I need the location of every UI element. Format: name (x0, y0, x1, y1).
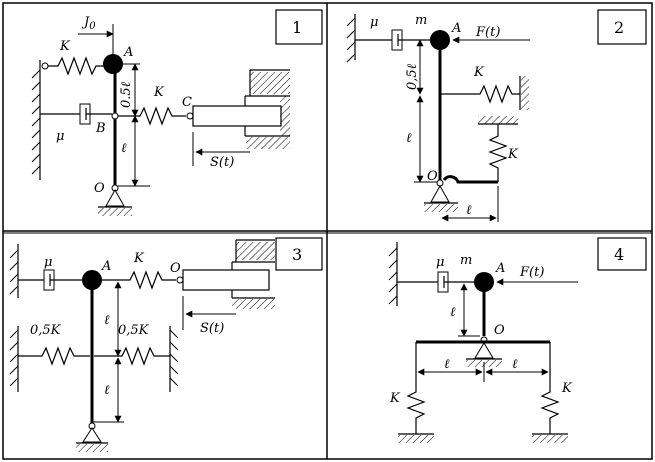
panel-2-label-K-lower: K (507, 147, 519, 162)
panel-2: 2 μ m A F(t) 0,5ℓ K ℓ O (346, 9, 647, 222)
panel-3-spring-top (102, 270, 176, 290)
panel-3-spring-left (18, 346, 90, 366)
panel-4-label-F: F(t) (519, 265, 544, 280)
panel-3-number-box (275, 237, 323, 271)
panel-1-label-K-right: K (153, 85, 165, 100)
panel-3-slider (182, 269, 270, 291)
panel-2-number-box (597, 9, 647, 45)
panel-3-label-S: S(t) (200, 321, 224, 336)
panel-2-label-l-horiz: ℓ (466, 203, 472, 218)
panel-2-number: 2 (614, 18, 624, 37)
panel-4-label-K-right: K (561, 381, 573, 396)
panel-2-label-K-upper: K (473, 65, 485, 80)
panel-2-arm (442, 175, 498, 184)
panel-3-number: 3 (292, 245, 302, 264)
panel-4-spring-right (540, 342, 560, 434)
panel-2-label-mu: μ (370, 15, 378, 30)
panel-1-label-B: B (95, 121, 106, 136)
panel-1-slider (192, 105, 282, 127)
panel-2-label-A: A (451, 21, 461, 36)
panel-3-label-K-top: K (133, 251, 145, 266)
panel-1-spring-left (48, 56, 106, 76)
panel-2-label-l-vert: ℓ (406, 131, 412, 146)
panel-1-label-S: S(t) (210, 155, 234, 170)
panel-3-label-half-K-right: 0,5K (118, 323, 150, 338)
panel-4-mass-A (474, 272, 494, 292)
panel-1-number: 1 (292, 18, 302, 37)
panel-1: 1 J0 K A 0.5ℓ B μ (31, 9, 323, 216)
panel-4-label-A: A (495, 261, 505, 276)
panel-2-spring-upper (440, 84, 520, 104)
panel-4-label-l-right: ℓ (512, 357, 518, 372)
panel-2-spring-lower (488, 124, 508, 182)
panel-2-label-O: O (427, 169, 438, 184)
panel-1-label-C: C (182, 95, 192, 110)
panel-1-number-box (275, 9, 323, 45)
panel-4-label-l-left: ℓ (444, 357, 450, 372)
panel-3-spring-right (94, 346, 170, 366)
panel-1-label-J0: J0 (81, 15, 96, 32)
panel-3: 3 μ A K O S(t) (9, 237, 323, 452)
panel-3-mass-A (82, 270, 102, 290)
panel-1-label-l: ℓ (121, 141, 127, 156)
panel-3-point-O (176, 276, 184, 284)
panel-3-label-A: A (101, 259, 111, 274)
panel-1-label-K-left: K (59, 39, 71, 54)
panel-3-label-O: O (170, 261, 181, 276)
panel-4-label-m: m (460, 253, 472, 268)
panel-1-label-O: O (94, 181, 105, 196)
panel-4-label-l-vert: ℓ (450, 305, 456, 320)
panel-1-spring-right (118, 106, 186, 126)
panel-2-label-m: m (415, 13, 427, 28)
panel-4-number-box (597, 237, 647, 271)
panel-4-label-O: O (494, 323, 505, 338)
panel-2-label-F: F(t) (475, 25, 500, 40)
panel-1-mass-A (103, 54, 123, 74)
panel-4-spring-left (406, 342, 426, 434)
panel-3-label-l-lower: ℓ (104, 383, 110, 398)
panel-3-label-half-K-left: 0,5K (30, 323, 62, 338)
panel-4-label-mu: μ (436, 255, 444, 270)
panel-4-number: 4 (614, 245, 624, 264)
panel-3-label-mu: μ (44, 255, 52, 270)
panel-1-point-B (111, 112, 119, 120)
panel-1-label-half-l: 0.5ℓ (119, 81, 134, 108)
panel-3-label-l-upper: ℓ (104, 313, 110, 328)
panel-1-point-C (186, 112, 194, 120)
panel-4: 4 μ m A F(t) ℓ O ℓ (388, 237, 647, 443)
panel-1-label-A: A (123, 45, 133, 60)
panel-2-label-half-l: 0,5ℓ (405, 63, 420, 90)
panel-2-mass-A (430, 30, 450, 50)
panel-1-label-mu: μ (56, 129, 64, 144)
panel-4-label-K-left: K (389, 391, 401, 406)
